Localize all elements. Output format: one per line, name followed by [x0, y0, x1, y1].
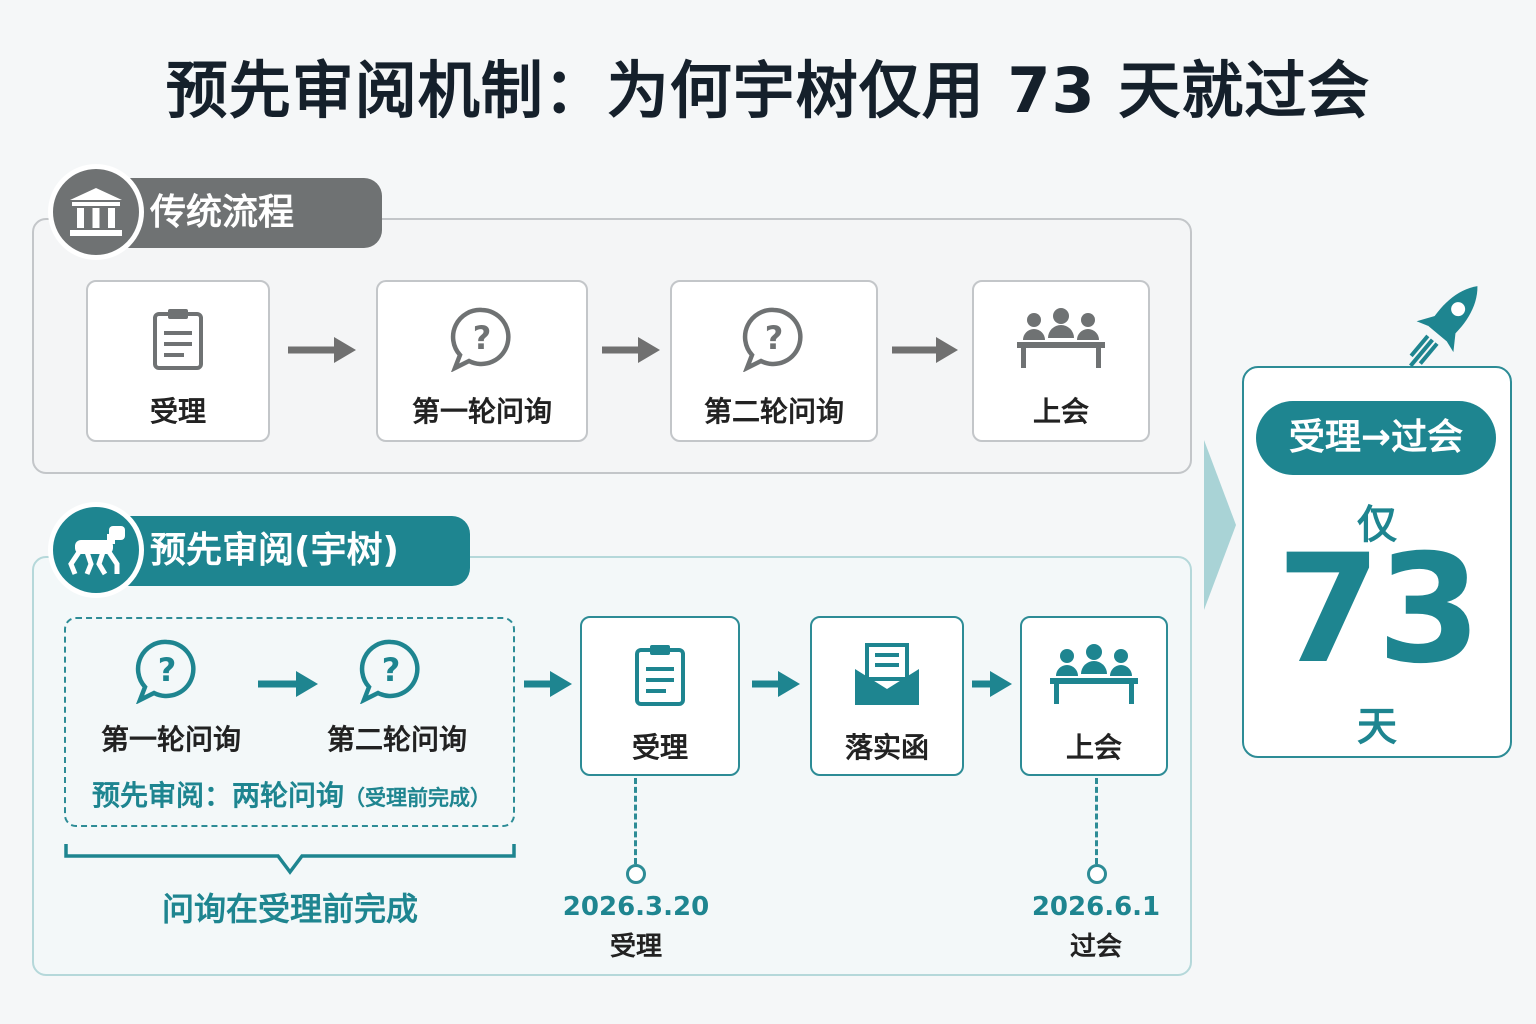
envelope-icon [853, 640, 921, 710]
pre-review-inquiry-group [64, 617, 515, 827]
arrow-right-icon [258, 671, 318, 697]
trad-step-label: 第一轮问询 [411, 395, 552, 428]
milestone-label: 受理 [609, 932, 662, 962]
svg-text:?: ? [382, 651, 401, 689]
milestone-dot [626, 864, 646, 884]
result-number: 73 [1276, 523, 1482, 697]
meeting-icon [1047, 640, 1141, 710]
svg-text:?: ? [473, 319, 492, 357]
question-bubble-icon: ? [358, 638, 424, 708]
page-title: 预先审阅机制：为何宇树仅用 73 天就过会 [165, 54, 1371, 127]
question-bubble-icon: ? [449, 304, 515, 374]
arrow-right-icon [288, 337, 356, 363]
result-unit: 天 [1357, 704, 1397, 750]
arrow-right-icon [972, 671, 1012, 697]
milestone-date: 2026.3.20 [562, 892, 710, 922]
clipboard-icon [634, 640, 686, 710]
question-bubble-icon: ? [134, 638, 200, 708]
arrow-right-icon [892, 337, 958, 363]
pre-step-label: 受理 [631, 731, 688, 764]
milestone-label: 过会 [1069, 932, 1122, 962]
brace-label: 问询在受理前完成 [161, 890, 418, 928]
pre-card-accept: 受理 [580, 616, 740, 776]
arrow-right-icon [602, 337, 660, 363]
milestone-connector [634, 778, 637, 864]
result-prefix: 仅 [1357, 502, 1397, 548]
trad-step-label: 上会 [1032, 395, 1089, 428]
pre-card-meeting: 上会 [1020, 616, 1168, 776]
milestone-dot [1087, 864, 1107, 884]
milestone-connector [1095, 778, 1098, 864]
trad-card-accept: 受理 [86, 280, 270, 442]
chevron-right-icon [1204, 440, 1236, 610]
meeting-icon [1014, 304, 1108, 374]
result-pill: 受理→过会 [1256, 401, 1496, 475]
pre-step-label: 落实函 [844, 731, 929, 764]
inner-note: 预先审阅：两轮问询（受理前完成） [92, 774, 491, 814]
arrow-right-icon [524, 671, 572, 697]
brace-icon [64, 844, 516, 875]
inner-note-paren: （受理前完成） [344, 786, 492, 810]
trad-step-label: 第二轮问询 [703, 395, 844, 428]
pre-step-label: 上会 [1065, 731, 1122, 764]
trad-card-meeting: 上会 [972, 280, 1150, 442]
milestone-date: 2026.6.1 [1031, 892, 1161, 922]
svg-text:?: ? [765, 319, 784, 357]
svg-text:?: ? [158, 651, 177, 689]
rocket-icon [1409, 286, 1478, 368]
arrow-right-icon [752, 671, 800, 697]
trad-card-inquiry-2: ? 第二轮问询 [670, 280, 878, 442]
bank-icon [48, 164, 144, 260]
robot-dog-icon [48, 502, 144, 598]
pre-card-letter: 落实函 [810, 616, 964, 776]
clipboard-icon [152, 304, 204, 374]
inner-step-label: 第一轮问询 [100, 723, 241, 756]
inner-step-label: 第二轮问询 [326, 723, 467, 756]
question-bubble-icon: ? [741, 304, 807, 374]
trad-step-label: 受理 [149, 395, 206, 428]
trad-card-inquiry-1: ? 第一轮问询 [376, 280, 588, 442]
inner-note-main: 预先审阅：两轮问询 [92, 779, 345, 812]
